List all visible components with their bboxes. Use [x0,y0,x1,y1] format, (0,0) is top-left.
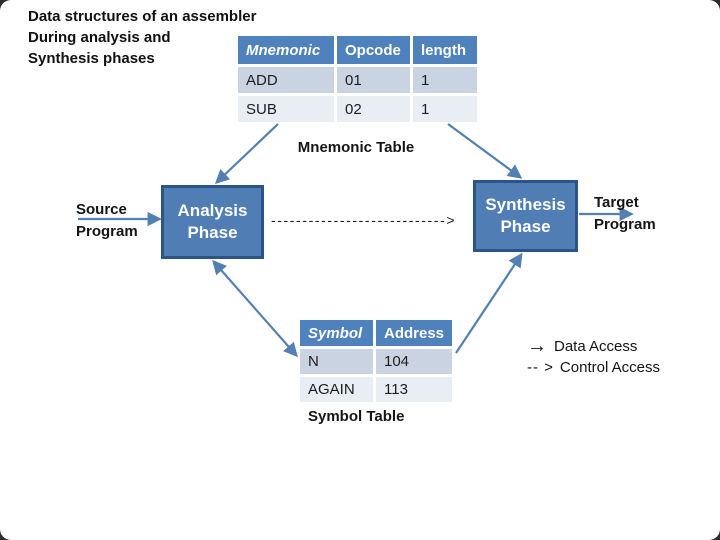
legend-control-access: -- > Control Access [527,359,660,376]
synthesis-phase-label-line2: Phase [500,217,551,236]
source-program-label: Source Program [76,199,138,243]
column-header-opcode: Opcode [337,36,410,64]
table-cell: 104 [376,349,452,374]
analysis-phase-label-line1: Analysis [177,200,248,220]
synthesis-phase-label-line1: Synthesis [485,194,566,214]
analysis-phase-label-line2: Phase [187,223,238,242]
dashed-arrow-icon: -- > [527,359,554,376]
target-program-line2: Program [594,216,656,233]
table-cell: 02 [337,96,410,122]
symbol-table-caption: Symbol Table [308,408,405,425]
column-header-mnemonic: Mnemonic [238,36,334,64]
symbol-table: Symbol Address N 104 AGAIN 113 [300,320,452,402]
analysis-phase-box: Analysis Phase [161,185,264,259]
table-cell: 1 [413,67,477,93]
table-cell: ADD [238,67,334,93]
mnemonic-table: Mnemonic Opcode length ADD 01 1 SUB 02 1 [238,36,477,122]
table-cell: SUB [238,96,334,122]
mnemonic-table-caption: Mnemonic Table [297,139,415,156]
table-cell: 113 [376,377,452,402]
table-cell: 01 [337,67,410,93]
table-cell: AGAIN [300,377,373,402]
legend-data-access: → Data Access [527,336,660,356]
column-header-address: Address [376,320,452,346]
source-program-line2: Program [76,223,138,240]
column-header-length: length [413,36,477,64]
legend-control-access-label: Control Access [559,359,660,376]
slide-title-line1: Data structures of an assembler [28,8,257,25]
source-program-line1: Source [76,201,127,218]
table-cell: 1 [413,96,477,122]
column-header-symbol: Symbol [300,320,373,346]
slide-title: Data structures of an assembler During a… [28,6,256,69]
control-flow-dashed-arrow: ----------------------------> [271,212,457,228]
connector-symbol-to-synthesis-arrow [455,252,523,354]
connector-analysis-symbol-bidirectional-arrow [212,259,298,358]
target-program-line1: Target [594,194,639,211]
slide-title-line3: Synthesis phases [28,50,155,67]
legend: → Data Access -- > Control Access [527,336,660,379]
legend-data-access-label: Data Access [554,337,638,355]
synthesis-phase-box: Synthesis Phase [473,180,578,252]
table-cell: N [300,349,373,374]
solid-arrow-icon: → [527,335,547,357]
slide-title-line2: During analysis and [28,29,171,46]
target-program-label: Target Program [594,192,656,236]
